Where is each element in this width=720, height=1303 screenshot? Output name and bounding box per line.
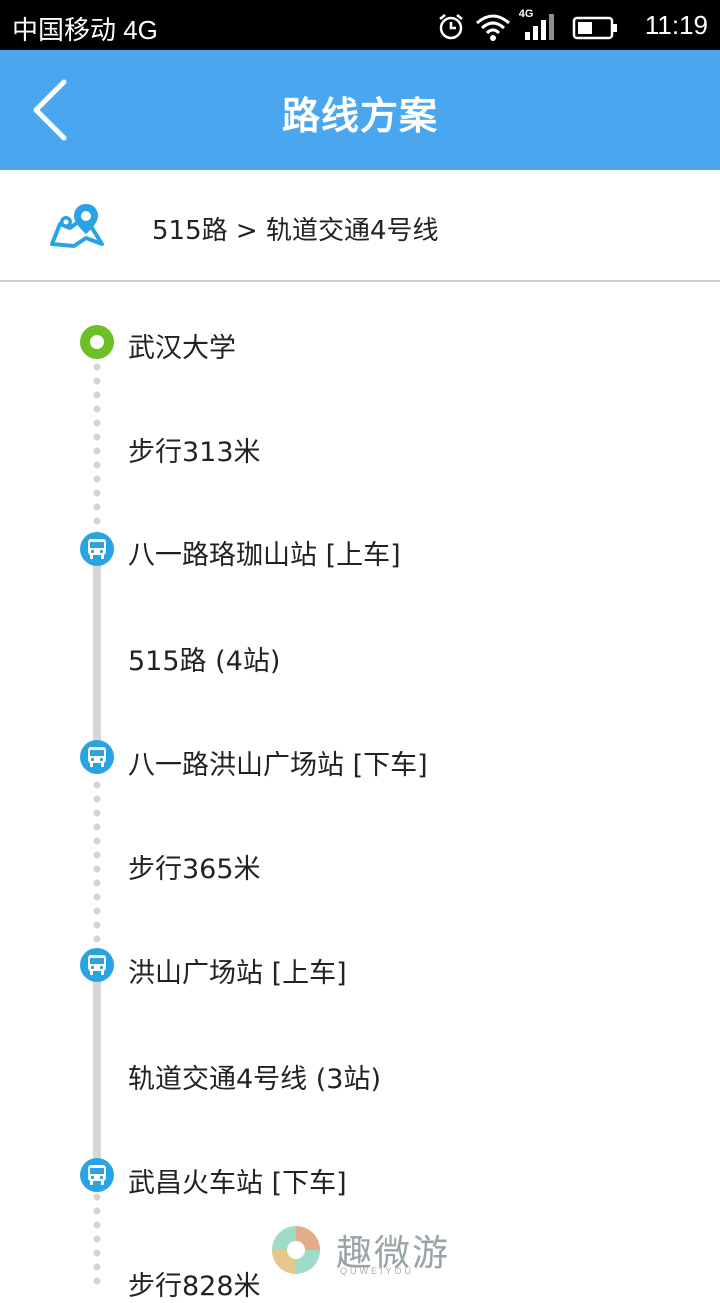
bus-icon: [88, 539, 106, 559]
battery-icon: [572, 16, 617, 40]
ride-connector: [93, 970, 101, 1160]
step-board: 洪山广场站 [上车]: [128, 958, 347, 989]
start-node: [80, 325, 114, 359]
wifi-icon: [475, 14, 510, 42]
watermark: 趣微游 QUWEIYOU: [268, 1222, 468, 1280]
bus-icon: [88, 955, 106, 975]
bus-stop-node: [80, 1158, 114, 1192]
walk-connector: [93, 778, 101, 946]
step-walk: 步行828米: [128, 1271, 261, 1302]
status-icons: 4G: [436, 8, 620, 42]
signal-icon: [524, 14, 554, 41]
step-start: 武汉大学: [128, 333, 236, 364]
walk-connector: [93, 1190, 101, 1290]
carrier-label: 中国移动 4G: [12, 15, 158, 45]
step-walk: 步行313米: [128, 437, 261, 468]
step-alight: 八一路洪山广场站 [下车]: [128, 750, 428, 781]
bus-stop-node: [80, 740, 114, 774]
step-board: 八一路珞珈山站 [上车]: [128, 540, 401, 571]
step-ride: 轨道交通4号线 (3站): [128, 1064, 382, 1095]
bus-icon: [88, 1165, 106, 1185]
step-walk: 步行365米: [128, 854, 261, 885]
route-timeline: 武汉大学 步行313米 八一路珞珈山站 [上车] 515路 (4站) 八一路洪山…: [0, 282, 720, 1302]
back-button[interactable]: [26, 78, 76, 142]
bus-stop-node: [80, 532, 114, 566]
bus-stop-node: [80, 948, 114, 982]
watermark-text: 趣微游: [336, 1233, 451, 1274]
walk-connector: [93, 360, 101, 532]
chevron-left-icon: [33, 79, 67, 141]
route-summary: 515路 > 轨道交通4号线: [0, 170, 720, 282]
app-bar: 路线方案: [0, 50, 720, 170]
route-text: 515路 > 轨道交通4号线: [152, 216, 439, 246]
watermark-logo-icon: [272, 1226, 320, 1274]
alarm-icon: [439, 14, 464, 40]
clock: 11:19: [644, 10, 708, 40]
network-badge: 4G: [519, 8, 555, 42]
map-pin-icon: [50, 204, 104, 248]
step-alight: 武昌火车站 [下车]: [128, 1168, 347, 1199]
ride-connector: [93, 554, 101, 752]
page-title: 路线方案: [281, 94, 438, 138]
bus-icon: [88, 747, 106, 767]
step-ride: 515路 (4站): [128, 646, 281, 677]
watermark-subtext: QUWEIYOU: [340, 1266, 415, 1276]
status-bar: 中国移动 4G 4G 11:19: [0, 0, 720, 50]
